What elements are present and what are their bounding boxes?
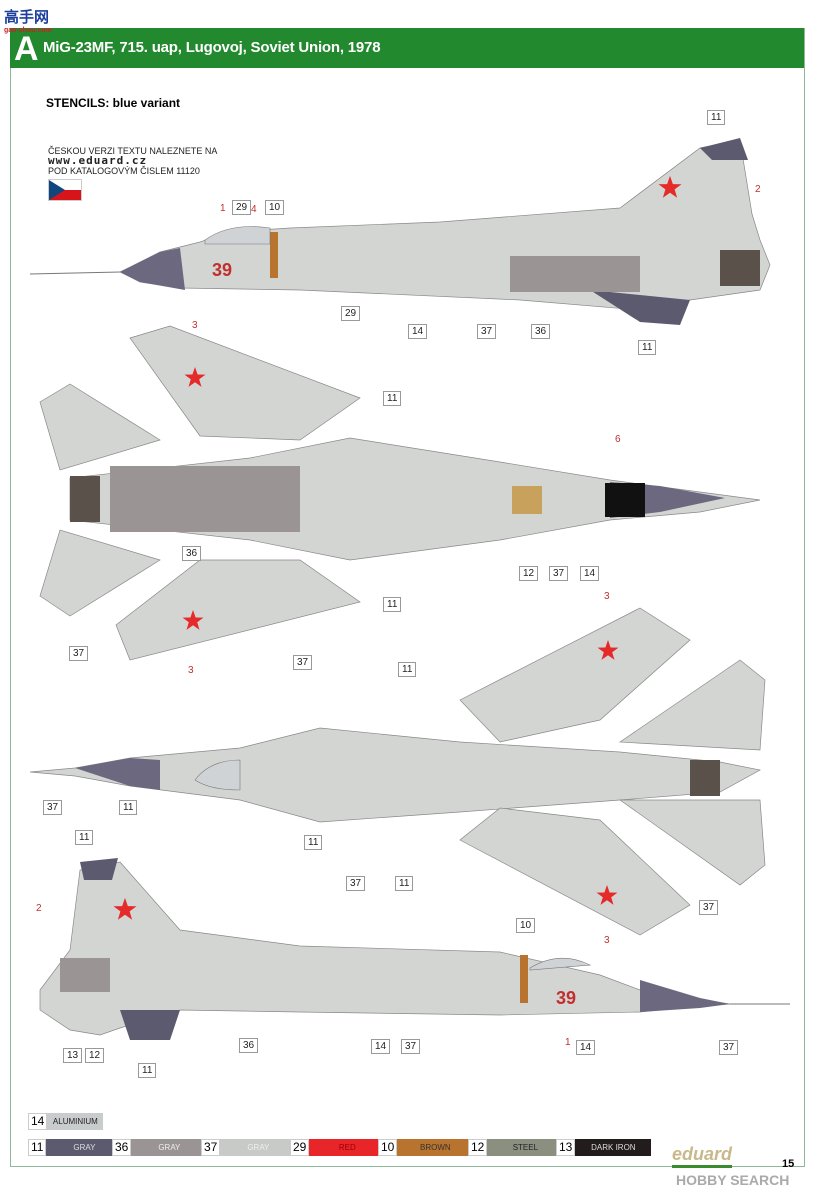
callout: 11 bbox=[138, 1063, 157, 1078]
legend-swatch: RED bbox=[309, 1139, 386, 1156]
decal-number: 39 bbox=[556, 988, 576, 1008]
title-banner: A MiG-23MF, 715. uap, Lugovoj, Soviet Un… bbox=[10, 28, 804, 68]
czech-flag-icon bbox=[48, 179, 82, 201]
callout: 36 bbox=[239, 1038, 259, 1053]
callout: 37 bbox=[293, 655, 313, 670]
legend-swatch: GRAY bbox=[46, 1139, 123, 1156]
callout: 29 bbox=[341, 306, 361, 321]
callout: 11 bbox=[395, 876, 414, 891]
callout: 1 bbox=[220, 203, 226, 214]
callout: 4 bbox=[251, 204, 257, 215]
callout: 11 bbox=[75, 830, 94, 845]
callout: 11 bbox=[383, 597, 402, 612]
callout: 3 bbox=[188, 665, 194, 676]
callout: 14 bbox=[371, 1039, 391, 1054]
eduard-logo: eduard bbox=[672, 1144, 733, 1168]
legend-number: 10 bbox=[378, 1139, 398, 1156]
page-frame bbox=[10, 28, 805, 1167]
callout: 12 bbox=[85, 1048, 105, 1063]
callout: 37 bbox=[401, 1039, 421, 1054]
legend-number: 29 bbox=[290, 1139, 310, 1156]
callout: 37 bbox=[69, 646, 89, 661]
czech-line2: POD KATALOGOVÝM ČISLEM 11120 bbox=[48, 166, 200, 176]
callout: 12 bbox=[519, 566, 539, 581]
legend-swatch: DARK IRON bbox=[575, 1139, 652, 1156]
bottom-view bbox=[29, 607, 766, 936]
legend-number: 37 bbox=[201, 1139, 221, 1156]
callout: 11 bbox=[304, 835, 323, 850]
czech-note: ČESKOU VERZI TEXTU NALEZNETE NA www.edua… bbox=[48, 146, 217, 176]
callout: 11 bbox=[119, 800, 138, 815]
legend-swatch: GRAY bbox=[131, 1139, 208, 1156]
callout: 6 bbox=[615, 434, 621, 445]
callout: 3 bbox=[604, 935, 610, 946]
callout: 37 bbox=[699, 900, 719, 915]
side-view-right: 39 bbox=[39, 858, 790, 1040]
legend-swatch: GRAY bbox=[220, 1139, 297, 1156]
side-view-left: 39 bbox=[29, 138, 771, 325]
callout: 37 bbox=[719, 1040, 739, 1055]
callout: 10 bbox=[265, 200, 285, 215]
callout: 3 bbox=[192, 320, 198, 331]
czech-url: www.eduard.cz bbox=[48, 154, 148, 167]
callout: 2 bbox=[755, 184, 761, 195]
legend-number: 12 bbox=[468, 1139, 488, 1156]
legend-swatch: ALUMINIUM bbox=[47, 1113, 104, 1130]
decal-number: 39 bbox=[212, 260, 232, 280]
scheme-title: MiG-23MF, 715. uap, Lugovoj, Soviet Unio… bbox=[43, 39, 381, 56]
callout: 10 bbox=[516, 918, 536, 933]
callout: 37 bbox=[346, 876, 366, 891]
legend-number: 13 bbox=[556, 1139, 576, 1156]
watermark-bottom: HOBBY SEARCH bbox=[676, 1172, 790, 1188]
callout: 29 bbox=[232, 200, 252, 215]
callout: 1 bbox=[565, 1037, 571, 1048]
callout: 37 bbox=[43, 800, 63, 815]
callout: 11 bbox=[707, 110, 726, 125]
top-view bbox=[39, 325, 761, 661]
callout: 2 bbox=[36, 903, 42, 914]
legend-number: 11 bbox=[28, 1139, 47, 1156]
callout: 37 bbox=[477, 324, 497, 339]
callout: 11 bbox=[383, 391, 402, 406]
legend-swatch: STEEL bbox=[487, 1139, 564, 1156]
legend-number: 36 bbox=[112, 1139, 132, 1156]
czech-line1: ČESKOU VERZI TEXTU NALEZNETE NA bbox=[48, 146, 218, 156]
legend-number: 14 bbox=[28, 1113, 48, 1130]
callout: 11 bbox=[398, 662, 417, 677]
callout: 36 bbox=[531, 324, 551, 339]
stencils-label: STENCILS: blue variant bbox=[46, 96, 181, 110]
callout: 14 bbox=[576, 1040, 596, 1055]
callout: 14 bbox=[580, 566, 600, 581]
watermark-text: 高手网 bbox=[4, 9, 50, 26]
callout: 13 bbox=[63, 1048, 83, 1063]
callout: 14 bbox=[408, 324, 428, 339]
legend-swatch: BROWN bbox=[397, 1139, 474, 1156]
callout: 36 bbox=[182, 546, 202, 561]
callout: 37 bbox=[549, 566, 569, 581]
scheme-letter: A bbox=[14, 30, 39, 68]
callout: 11 bbox=[638, 340, 657, 355]
callout: 3 bbox=[604, 591, 610, 602]
watermark-sub: gao-shou.com bbox=[4, 27, 52, 34]
page-number: 15 bbox=[782, 1158, 795, 1170]
